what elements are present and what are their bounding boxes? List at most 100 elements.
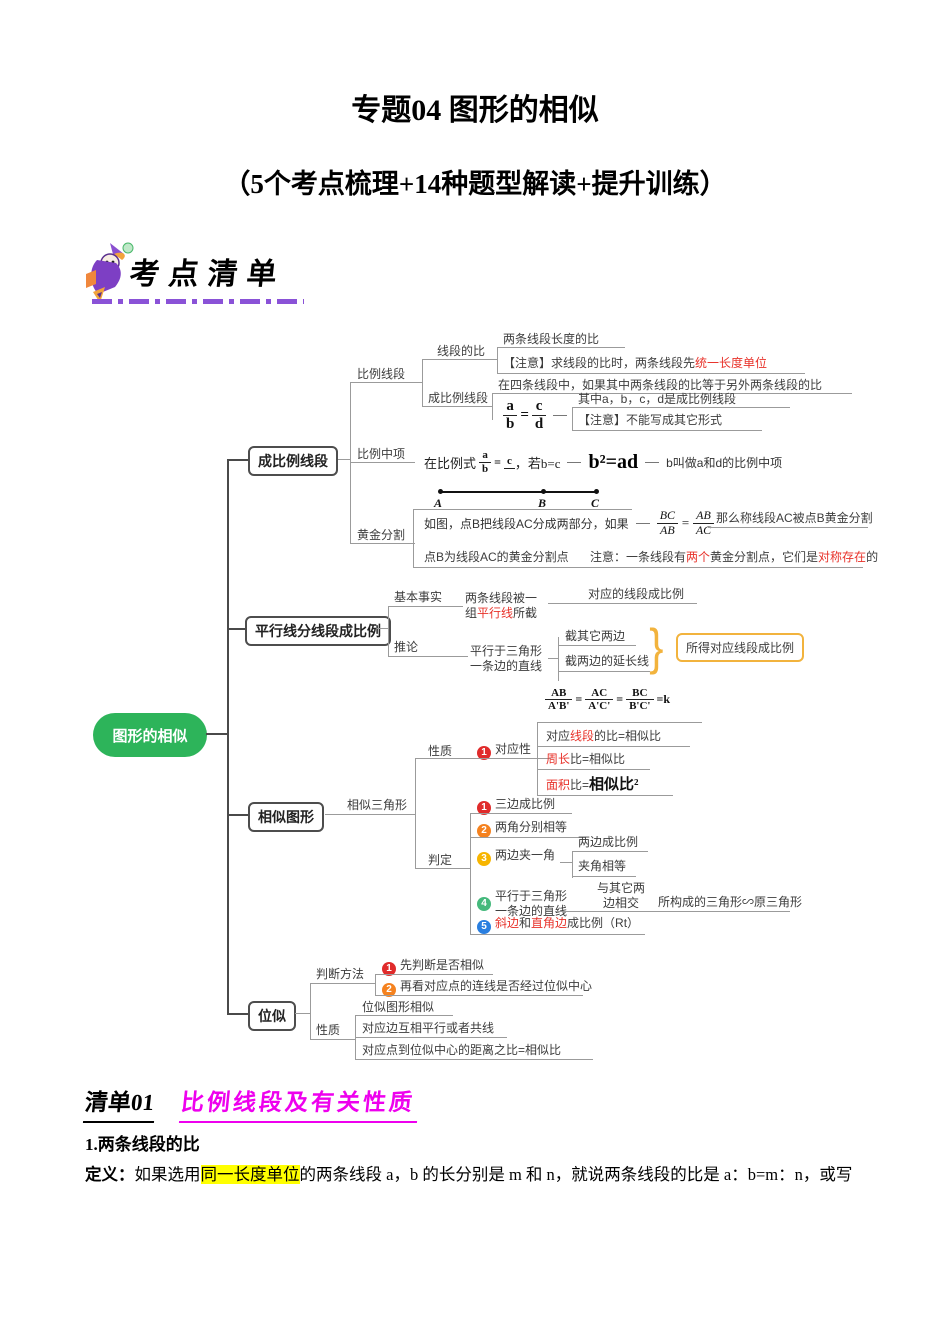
line xyxy=(350,462,415,463)
section-number: 清单01 xyxy=(82,1083,159,1123)
point-A-label: A xyxy=(434,496,443,510)
equals-sign: = xyxy=(681,515,690,530)
number-badge-2: 2 xyxy=(382,983,396,997)
line xyxy=(310,1039,355,1040)
yellow-brace: } xyxy=(649,619,664,675)
seg-mixed: 组平行线所截 xyxy=(465,606,537,621)
item-three-sides: 1 三边成比例 xyxy=(477,797,555,815)
number-badge-1: 1 xyxy=(477,801,491,815)
seg: 的 xyxy=(866,550,879,564)
section-title: 比例线段及有关性质 xyxy=(178,1083,422,1123)
label-proportion-segment: 比例线段 xyxy=(357,367,406,381)
line xyxy=(338,459,350,460)
line xyxy=(492,393,852,394)
text-homothetic-similar: 位似图形相似 xyxy=(362,1000,435,1014)
seg-red: 平行线 xyxy=(477,606,514,620)
seg: 的比=相似比 xyxy=(594,729,662,743)
line xyxy=(388,606,389,656)
seg: 一条边的直线 xyxy=(470,659,543,673)
seg: 如果选用 xyxy=(134,1165,201,1184)
line xyxy=(572,851,648,852)
line xyxy=(355,1015,453,1016)
text-fact-result: 对应的线段成比例 xyxy=(588,587,685,601)
line xyxy=(470,813,572,814)
line xyxy=(560,862,572,863)
line xyxy=(422,360,423,407)
text-golden-point: 点B为线段AC的黄金分割点 xyxy=(424,550,569,564)
frac-num: BC xyxy=(656,509,679,524)
frac-num: c xyxy=(503,455,515,469)
line xyxy=(558,645,636,646)
text-ratio-note-red: 统一长度单位 xyxy=(695,356,768,370)
seg: 两角分别相等 xyxy=(495,820,568,834)
seg: 注意：一条线段有 xyxy=(590,550,687,564)
seg-red: 周长 xyxy=(546,752,571,766)
text-golden-result: 那么称线段AC被点B黄金分割 xyxy=(716,511,873,525)
line xyxy=(537,769,650,770)
seg: 边相交 xyxy=(603,896,640,910)
definition-label: 定义： xyxy=(85,1165,135,1184)
seg-red: 对称存在 xyxy=(818,550,867,564)
line xyxy=(350,382,422,383)
label-basic-fact: 基本事实 xyxy=(394,590,443,604)
text-cut-two-sides: 截其它两边 xyxy=(565,629,626,643)
label-properties: 性质 xyxy=(428,744,453,758)
frac-den: B'C' xyxy=(629,700,651,713)
text-ratio-def: 两条线段长度的比 xyxy=(503,332,600,346)
frac-den: AC xyxy=(695,522,712,537)
line xyxy=(537,795,673,796)
badge-underline xyxy=(92,299,304,304)
line xyxy=(415,758,473,759)
point-B-dot xyxy=(541,489,546,494)
label-segment-ratio: 线段的比 xyxy=(437,344,486,358)
dash-connector xyxy=(645,461,660,463)
frac-den: A'C' xyxy=(588,700,611,713)
point-C-label: C xyxy=(591,496,600,510)
line xyxy=(436,606,463,607)
text-golden-pre: 如图，点B把线段AC分成两部分，如果 xyxy=(424,516,629,531)
line xyxy=(206,733,228,735)
line xyxy=(537,722,538,795)
line xyxy=(470,934,645,935)
node-parallel-lines: 平行线分线段成比例 xyxy=(245,616,391,646)
text-corollary-left: 平行于三角形 一条边的直线 xyxy=(470,644,542,674)
node-proportional-segments: 成比例线段 xyxy=(248,446,338,476)
text-two-sides-prop: 两边成比例 xyxy=(578,835,639,849)
line xyxy=(355,1059,593,1060)
equals-sign: = xyxy=(520,406,529,423)
line xyxy=(350,543,415,544)
subheading-segment-ratio: 1.两条线段的比 xyxy=(85,1135,200,1154)
equals-k: =k xyxy=(656,692,671,707)
line xyxy=(497,347,498,374)
label-homothety-props: 性质 xyxy=(316,1023,341,1037)
line xyxy=(227,459,229,1015)
label-golden-section: 黄金分割 xyxy=(357,528,406,542)
label-similar-triangles: 相似三角形 xyxy=(347,798,408,812)
text-included-angle: 夹角相等 xyxy=(578,859,627,873)
line xyxy=(470,813,471,935)
label-judging-method: 判断方法 xyxy=(316,967,365,981)
frac-num: a xyxy=(479,449,492,463)
seg: 三边成比例 xyxy=(495,797,556,811)
line xyxy=(537,722,702,723)
number-badge-1: 1 xyxy=(382,962,396,976)
seg: 比= xyxy=(570,778,590,792)
seg-highlighted: 同一长度单位 xyxy=(200,1165,300,1184)
text-if-b-eq-c: ，若b=c xyxy=(514,455,561,471)
line xyxy=(413,509,632,510)
label-proportional-seg: 成比例线段 xyxy=(428,391,489,405)
line xyxy=(415,868,470,869)
text-four-segments: 在四条线段中，如果其中两条线段的比等于另外两条线段的比 xyxy=(498,378,823,392)
text-no-other-form: 【注意】不能写成其它形式 xyxy=(578,413,723,427)
line xyxy=(388,656,436,657)
formula-b2-ad: b²=ad xyxy=(588,450,639,473)
seg-red: 斜边 xyxy=(495,916,520,930)
line xyxy=(227,1013,249,1015)
line xyxy=(355,1037,507,1038)
seg: 和 xyxy=(519,916,532,930)
line xyxy=(375,974,493,975)
